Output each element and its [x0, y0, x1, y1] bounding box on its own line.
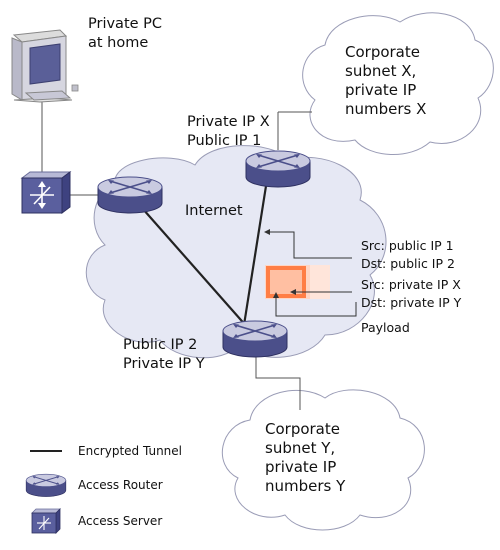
subnet-y-cloud: [221, 389, 425, 531]
subnet-x-label-line3: private IP: [345, 81, 416, 99]
router-y-label-line2: Private IP Y: [123, 356, 205, 372]
inner-dst-label: Dst: private IP Y: [361, 295, 462, 310]
legend-router-label: Access Router: [78, 478, 163, 492]
subnet-y-label-line3: private IP: [265, 458, 336, 476]
router-x-label-line2: Public IP 1: [187, 133, 261, 149]
subnet-x-label-line2: subnet X,: [345, 62, 416, 80]
subnet-x-cloud: [302, 12, 494, 155]
subnet-x-label-line4: numbers X: [345, 100, 426, 118]
legend-tunnel-label: Encrypted Tunnel: [78, 444, 182, 458]
payload-arrow: [275, 296, 357, 317]
packet-graphic: [265, 265, 330, 299]
router-y-label-line1: Public IP 2: [123, 337, 197, 353]
subnet-y-label-line2: subnet Y,: [265, 439, 335, 457]
tunnel-line-right: [242, 185, 268, 326]
subnet-y-label-line1: Corporate: [265, 420, 340, 438]
router-icon-left: [97, 176, 163, 214]
outer-header-arrow: [268, 231, 352, 259]
legend-server-icon: [31, 508, 61, 534]
internet-label: Internet: [185, 203, 243, 219]
outer-dst-label: Dst: public IP 2: [361, 256, 455, 271]
router-icon-y: [222, 320, 288, 358]
pc-label-line2: at home: [88, 35, 148, 51]
tunnel-line-left: [134, 199, 249, 329]
router-x-label-line1: Private IP X: [187, 114, 270, 130]
router-icon-x: [245, 150, 311, 188]
legend-router-icon: [25, 473, 67, 498]
router-y-to-subnet-link: [255, 355, 301, 410]
subnet-x-label-line1: Corporate: [345, 43, 420, 61]
subnet-y-label-line4: numbers Y: [265, 477, 346, 495]
inner-src-label: Src: private IP X: [361, 277, 461, 292]
legend: Encrypted Tunnel Access Router Access Se…: [25, 444, 182, 534]
pc-label-line1: Private PC: [88, 16, 162, 32]
computer-icon: [11, 29, 79, 103]
legend-server-label: Access Server: [78, 514, 162, 528]
payload-label: Payload: [361, 320, 410, 335]
outer-src-label: Src: public IP 1: [361, 238, 454, 253]
access-server-icon: [20, 171, 72, 214]
